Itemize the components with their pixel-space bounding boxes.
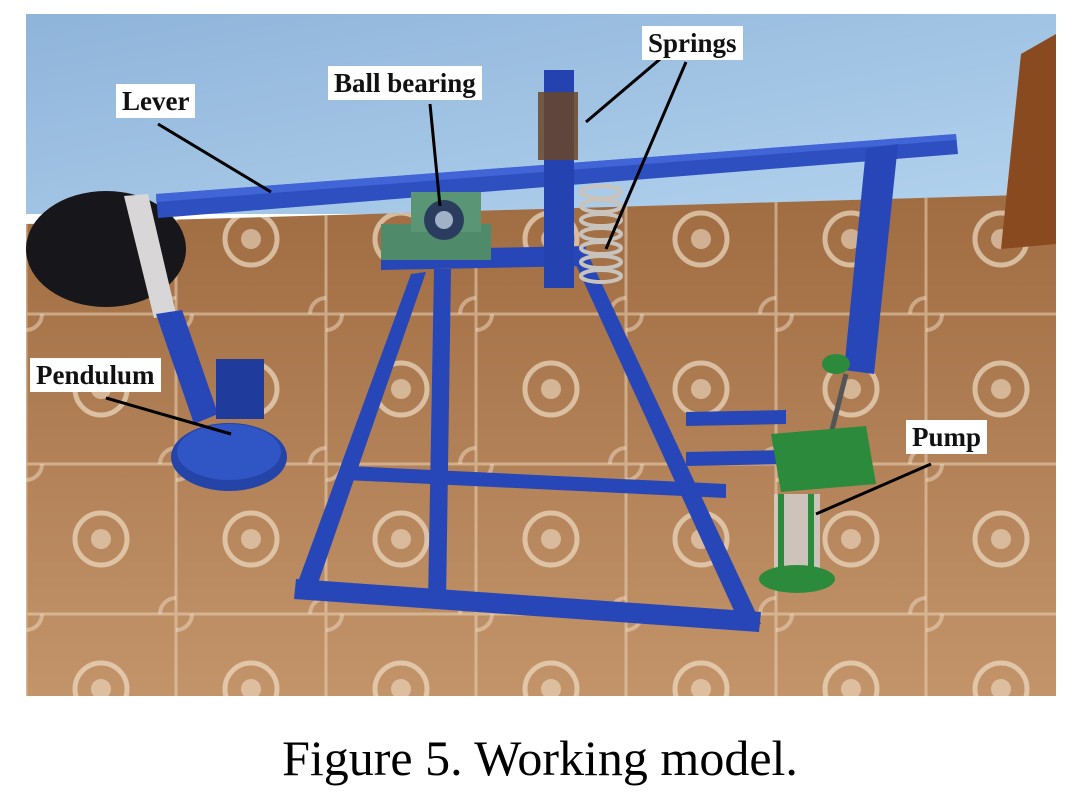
working-model-illustration [26, 14, 1056, 696]
pump-unit [759, 354, 876, 593]
spring-set [579, 184, 623, 284]
callout-leader-lines [105, 52, 932, 516]
ball-bearing-housing [381, 192, 491, 260]
door-frame [1001, 34, 1056, 249]
label-springs: Springs [642, 26, 743, 60]
label-ball-bearing: Ball bearing [328, 66, 482, 100]
pendulum-assembly [124, 194, 287, 491]
figure-caption: Figure 5. Working model. [282, 730, 798, 786]
label-lever: Lever [116, 84, 196, 118]
label-pendulum: Pendulum [30, 358, 161, 392]
figure-photo [26, 14, 1056, 696]
label-pump: Pump [906, 420, 988, 454]
a-frame-stand [294, 70, 898, 632]
